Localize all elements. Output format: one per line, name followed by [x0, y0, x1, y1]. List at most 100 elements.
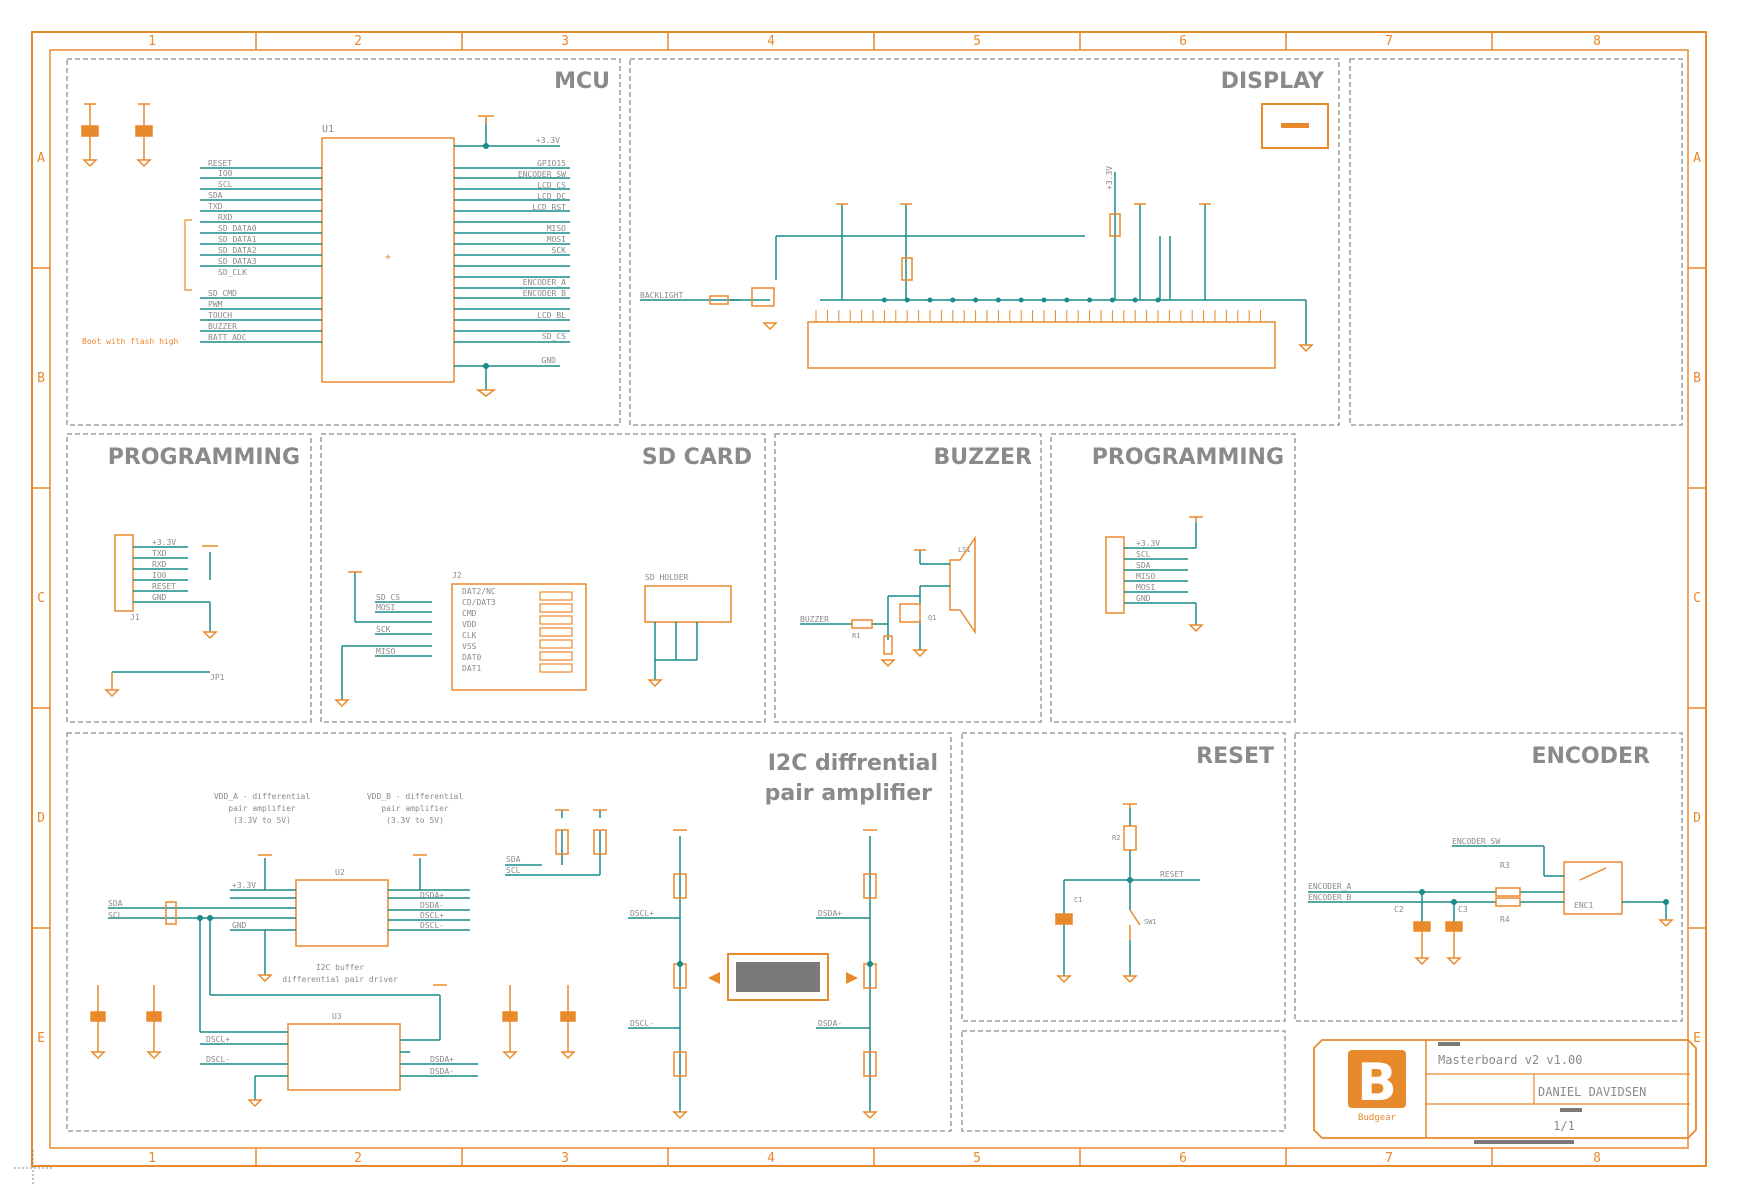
reset-ref-c: C1	[1074, 896, 1082, 904]
col-label-4-bottom: 4	[767, 1151, 775, 1166]
i2c-note-left-1: VDD_A - differential	[214, 792, 311, 801]
display-wires	[640, 172, 1307, 345]
mcu-net-sd-data3: SD_DATA3	[218, 257, 257, 266]
i2c-net-sda-2: SDA	[506, 855, 521, 864]
i2c-net-scl-in: SCL	[108, 911, 123, 920]
reset-ref-r: R2	[1112, 834, 1120, 842]
mcu-net-io0: IO0	[218, 169, 233, 178]
prog2-net-mosi: MOSI	[1136, 583, 1155, 592]
i2c-ref-u3: U3	[332, 1012, 342, 1021]
i2c-net-dsda-n-3: DSDA-	[430, 1067, 454, 1076]
i2c-wires	[108, 810, 871, 1112]
buzzer-wires	[800, 550, 950, 650]
sd-wires	[341, 572, 698, 700]
frame-column-labels-top: 1 2 3 4 5 6 7 8	[148, 34, 1601, 49]
mcu-block: U1 RESET IO0 SCL SDA TXD RXD SD_DATA0 SD…	[81, 103, 570, 397]
display-junction	[1041, 297, 1047, 303]
row-label-d: D	[37, 811, 45, 826]
mcu-net-gnd: GND	[542, 356, 557, 365]
col-label-4: 4	[767, 34, 775, 49]
mcu-net-reset: RESET	[208, 159, 232, 168]
display-junction	[995, 297, 1001, 303]
encoder-ref-c2: C2	[1394, 905, 1404, 914]
mcu-net-sd-clk: SD_CLK	[218, 268, 247, 277]
sd-net-cs: SD_CS	[376, 593, 400, 602]
i2c-net-3v3: +3.3V	[232, 881, 256, 890]
i2c-chip-note-2: differential pair driver	[282, 975, 398, 984]
section-title-i2c-1: I2C diffrential	[768, 751, 938, 776]
row-label-e-right: E	[1693, 1031, 1701, 1046]
programming2-block: +3.3V SCL SDA MISO MOSI GND	[1105, 516, 1204, 633]
sd-power	[334, 571, 663, 708]
sd-pin-1: CD/DAT3	[462, 598, 496, 607]
sd-pin-7: DAT1	[462, 664, 481, 673]
row-label-c-right: C	[1693, 591, 1701, 606]
programming2-header	[1105, 536, 1125, 614]
i2c-labels: SDA SCL +3.3V GND DSCL+ DSCL- DSDA+ DSDA…	[108, 855, 842, 1076]
col-label-7: 7	[1385, 34, 1393, 49]
mcu-right-labels: +3.3V GPIO15 ENCODER_SW LCD_CS LCD_DC LC…	[518, 136, 566, 365]
section-title-programming: PROGRAMMING	[108, 445, 300, 470]
reset-parts	[1055, 803, 1141, 984]
sd-holder	[644, 585, 732, 623]
i2c-chip-u3	[287, 1023, 401, 1091]
encoder-ref-r3: R3	[1500, 861, 1510, 870]
col-label-8-bottom: 8	[1593, 1151, 1601, 1166]
encoder-net-b: ENCODER_B	[1308, 893, 1352, 902]
prog-net-rxd: RXD	[152, 560, 167, 569]
logo-letter: B	[1357, 1053, 1397, 1113]
section-title-programming-2: PROGRAMMING	[1092, 445, 1284, 470]
i2c-note-right-3: (3.3V to 5V)	[386, 816, 444, 825]
sd-contacts	[539, 591, 573, 673]
i2c-net-dsda-p-2: DSDA+	[818, 909, 842, 918]
mcu-chip	[321, 137, 455, 383]
encoder-net-sw: ENCODER_SW	[1452, 837, 1500, 846]
buzzer-speaker	[949, 535, 976, 635]
i2c-net-dsda-p: DSDA+	[420, 891, 444, 900]
buzzer-ref-ls: LS1	[958, 546, 971, 554]
row-label-d-right: D	[1693, 811, 1701, 826]
encoder-body	[1563, 861, 1623, 915]
mcu-net-pwm: PWM	[208, 300, 223, 309]
programming-header	[114, 534, 134, 612]
display-net-3v3: +3.3V	[1105, 166, 1114, 190]
programming2-wires	[1124, 522, 1197, 625]
encoder-ref-c3: C3	[1458, 905, 1468, 914]
display-graphic	[1261, 103, 1329, 149]
mcu-net-lcd-bl: LCD_BL	[537, 311, 566, 320]
reset-net: RESET	[1160, 870, 1184, 879]
sd-connector	[451, 583, 587, 691]
section-title-mcu: MCU	[554, 69, 610, 94]
mcu-net-sda: SDA	[208, 191, 223, 200]
display-junction	[1018, 297, 1024, 303]
frame-column-ticks	[32, 32, 1706, 1166]
mcu-net-encoder-sw: ENCODER_SW	[518, 170, 566, 179]
section-title-i2c-2: pair amplifier	[765, 781, 932, 806]
display-junction	[1109, 297, 1115, 303]
mcu-net-sck: SCK	[552, 246, 567, 255]
row-label-a: A	[37, 151, 45, 166]
display-junction	[1087, 297, 1093, 303]
buzzer-ref-q: Q1	[928, 614, 936, 622]
row-label-b-right: B	[1693, 371, 1701, 386]
col-label-8: 8	[1593, 34, 1601, 49]
col-label-5: 5	[973, 34, 981, 49]
mcu-net-miso: MISO	[547, 224, 566, 233]
col-label-2: 2	[354, 34, 362, 49]
i2c-arrows	[708, 972, 858, 984]
mcu-power-symbols	[475, 115, 497, 397]
frame-column-labels-bottom: 1 2 3 4 5 6 7 8	[148, 1151, 1601, 1166]
prog2-net-scl: SCL	[1136, 550, 1151, 559]
display-junction	[1064, 297, 1070, 303]
section-title-sd-card: SD CARD	[642, 445, 752, 470]
display-junction	[904, 297, 910, 303]
row-label-b: B	[37, 371, 45, 386]
prog2-net-miso: MISO	[1136, 572, 1155, 581]
mcu-net-lcd-cs: LCD_CS	[537, 181, 566, 190]
i2c-net-dscl-p-2: DSCL+	[630, 909, 654, 918]
programming-wires	[112, 546, 211, 673]
i2c-note-right-1: VDD_B - differential	[367, 792, 464, 801]
encoder-wires	[1308, 845, 1667, 922]
